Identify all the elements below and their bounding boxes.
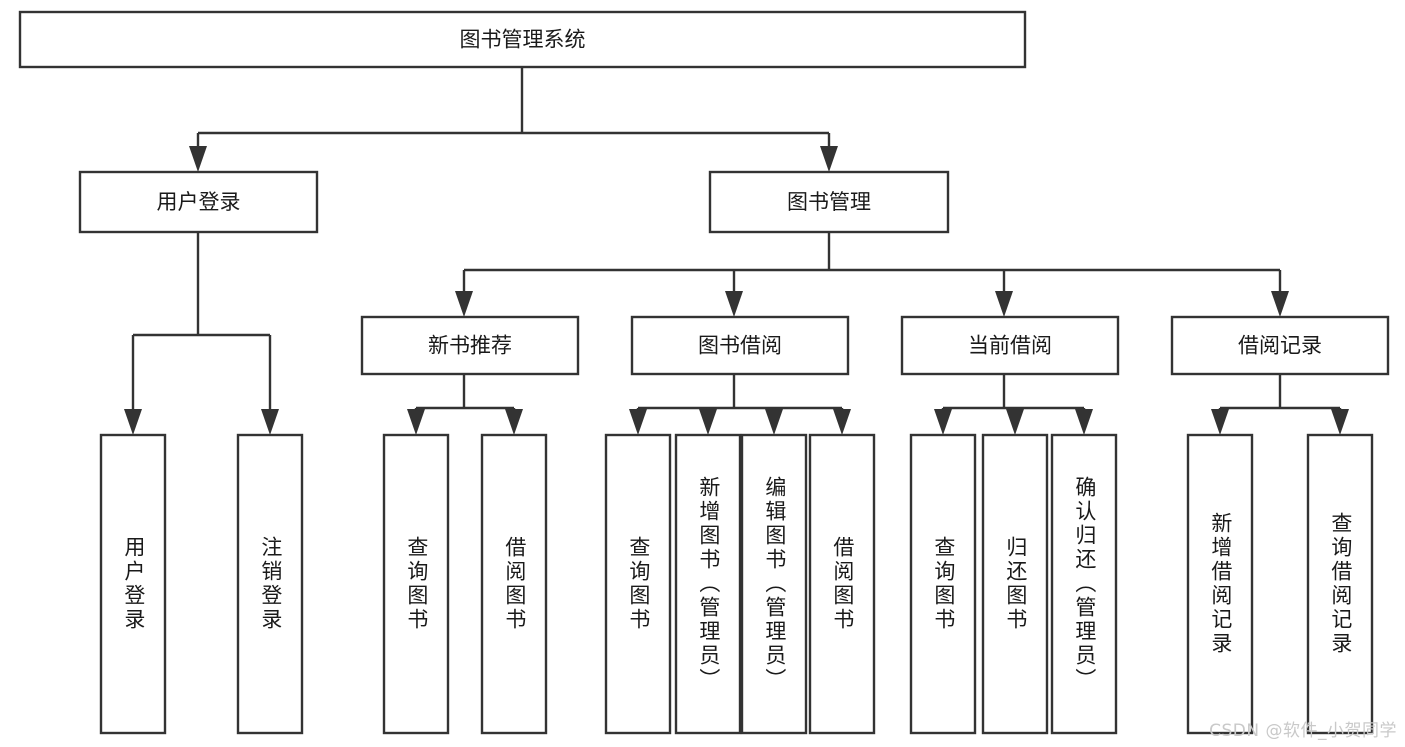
level2-node-3-label: 借阅记录 xyxy=(1238,334,1322,358)
level2-node-2-label: 当前借阅 xyxy=(968,334,1052,358)
group-2-drop-0-arrowhead xyxy=(934,409,952,435)
group-1-drop-0-arrowhead xyxy=(629,409,647,435)
level2-node-0-label: 新书推荐 xyxy=(428,334,512,358)
leaf-node-3-box[interactable] xyxy=(480,433,548,735)
group-0-drop-0-arrowhead xyxy=(407,409,425,435)
book-mgmt-drop-2-arrowhead xyxy=(995,291,1013,317)
book-mgmt-drop-1-arrowhead xyxy=(725,291,743,317)
group-2-drop-2-arrowhead xyxy=(1075,409,1093,435)
level1-node-0-box[interactable] xyxy=(78,170,319,234)
root-drop-0-arrowhead xyxy=(189,146,207,172)
leaf-node-9-box[interactable] xyxy=(981,433,1049,735)
leaf-node-8-box[interactable] xyxy=(909,433,977,735)
level1-node-1-label: 图书管理 xyxy=(787,190,871,214)
level2-node-2-box[interactable] xyxy=(900,315,1120,376)
group-3-drop-0-arrowhead xyxy=(1211,409,1229,435)
level2-node-3-box[interactable] xyxy=(1170,315,1390,376)
node-box-layer xyxy=(18,10,1390,735)
user-login-drop-0-arrowhead xyxy=(124,409,142,435)
book-mgmt-drop-0-arrowhead xyxy=(455,291,473,317)
user-login-drop-1-arrowhead xyxy=(261,409,279,435)
root-node-图书管理系统-box[interactable] xyxy=(18,10,1027,69)
leaf-node-12-box[interactable] xyxy=(1306,433,1374,735)
level2-node-0-box[interactable] xyxy=(360,315,580,376)
leaf-node-7-box[interactable] xyxy=(808,433,876,735)
leaf-node-0-box[interactable] xyxy=(99,433,167,735)
group-1-drop-2-arrowhead xyxy=(765,409,783,435)
leaf-node-6-box[interactable] xyxy=(740,433,808,735)
group-1-drop-1-arrowhead xyxy=(699,409,717,435)
csdn-watermark: CSDN @软件_小贺同学 xyxy=(1209,721,1397,741)
leaf-node-5-box[interactable] xyxy=(674,433,742,735)
leaf-node-10-box[interactable] xyxy=(1050,433,1118,735)
leaf-node-1-box[interactable] xyxy=(236,433,304,735)
book-mgmt-drop-3-arrowhead xyxy=(1271,291,1289,317)
level1-node-0-label: 用户登录 xyxy=(157,190,241,214)
leaf-node-11-box[interactable] xyxy=(1186,433,1254,735)
group-2-drop-1-arrowhead xyxy=(1006,409,1024,435)
connector-layer xyxy=(124,67,1349,435)
level2-node-1-label: 图书借阅 xyxy=(698,334,782,358)
group-3-drop-1-arrowhead xyxy=(1331,409,1349,435)
level1-node-1-box[interactable] xyxy=(708,170,950,234)
leaf-node-2-box[interactable] xyxy=(382,433,450,735)
level2-node-1-box[interactable] xyxy=(630,315,850,376)
root-drop-1-arrowhead xyxy=(820,146,838,172)
group-1-drop-3-arrowhead xyxy=(833,409,851,435)
root-node-图书管理系统-label: 图书管理系统 xyxy=(460,28,586,52)
group-0-drop-1-arrowhead xyxy=(505,409,523,435)
leaf-node-4-box[interactable] xyxy=(604,433,672,735)
